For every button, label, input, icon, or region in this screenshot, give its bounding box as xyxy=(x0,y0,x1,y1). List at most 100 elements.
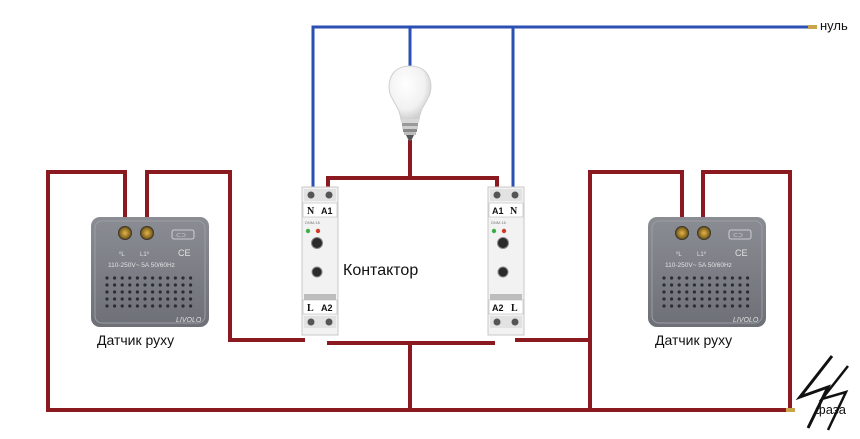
grille-hole xyxy=(715,290,719,294)
grille-hole xyxy=(715,297,719,301)
contactor-left-knob-bottom[interactable] xyxy=(311,266,323,278)
grille-hole xyxy=(135,276,139,280)
contactor-right-model: DNM-16 xyxy=(491,220,507,225)
grille-hole xyxy=(677,304,681,308)
grille-hole xyxy=(677,297,681,301)
grille-hole xyxy=(189,290,193,294)
grille-hole xyxy=(700,290,704,294)
grille-hole xyxy=(151,304,155,308)
grille-hole xyxy=(120,290,124,294)
grille-hole xyxy=(173,304,177,308)
grille-hole xyxy=(746,297,750,301)
grille-hole xyxy=(189,304,193,308)
grille-hole xyxy=(105,304,109,308)
grille-hole xyxy=(746,276,750,280)
grille-hole xyxy=(158,283,162,287)
contactor-left-led-red xyxy=(315,228,321,234)
grille-hole xyxy=(113,304,117,308)
grille-hole xyxy=(120,283,124,287)
grille-hole xyxy=(151,290,155,294)
grille-hole xyxy=(746,304,750,308)
contactor-right-led-green xyxy=(491,228,497,234)
motion-sensor-right: ⁰L L1⁰ 110-250V~ 5A 50/60Hz ⊂⊃ CE LIVOLO xyxy=(648,217,766,327)
light-bulb-icon xyxy=(388,65,432,141)
grille-hole xyxy=(173,297,177,301)
contactor-right-knob-top[interactable] xyxy=(497,237,509,249)
grille-hole xyxy=(181,297,185,301)
contactor-right-terminal-a1: A1 xyxy=(492,206,504,216)
grille-hole xyxy=(135,297,139,301)
phase-bulb-right xyxy=(410,176,499,192)
grille-hole xyxy=(662,283,666,287)
phase-right-outer xyxy=(588,170,684,410)
sensor-terminal-l xyxy=(118,226,132,240)
grille-hole xyxy=(143,297,147,301)
sensor-grille xyxy=(105,276,193,308)
grille-hole xyxy=(730,283,734,287)
grille-hole xyxy=(738,297,742,301)
grille-hole xyxy=(166,297,170,301)
phase-wires xyxy=(46,140,792,412)
neutral-wire-tip xyxy=(808,25,817,29)
grille-hole xyxy=(135,283,139,287)
contactor-right-knob-bottom[interactable] xyxy=(497,266,509,278)
sensor-ce-mark: CE xyxy=(735,248,748,258)
phase-label: фаза xyxy=(815,402,846,417)
grille-hole xyxy=(685,276,689,280)
lightning-logo-icon xyxy=(795,355,849,431)
grille-hole xyxy=(708,297,712,301)
phase-bulb-feed xyxy=(326,140,412,192)
grille-hole xyxy=(723,283,727,287)
contactor-left-terminal-a2: A2 xyxy=(321,303,333,313)
contactor-left-terminal-a1: A1 xyxy=(321,206,333,216)
contactor-left-terminal-n: N xyxy=(307,206,315,217)
contactor-left-model: DNM-16 xyxy=(305,220,321,225)
grille-hole xyxy=(670,304,674,308)
grille-hole xyxy=(715,276,719,280)
grille-hole xyxy=(181,283,185,287)
contactor-right-terminal-n: N xyxy=(510,206,518,217)
grille-hole xyxy=(723,290,727,294)
grille-hole xyxy=(738,283,742,287)
contactor-right: A1 N DNM-16 A2 L xyxy=(487,186,525,336)
phase-wire-tip xyxy=(786,408,795,412)
contactor-left-knob-top[interactable] xyxy=(311,237,323,249)
grille-hole xyxy=(746,290,750,294)
grille-hole xyxy=(670,283,674,287)
sensor-terminal-label-1: ⁰L xyxy=(676,251,682,258)
grille-hole xyxy=(128,290,132,294)
grille-hole xyxy=(166,304,170,308)
grille-hole xyxy=(692,290,696,294)
grille-hole xyxy=(113,297,117,301)
grille-hole xyxy=(662,304,666,308)
grille-hole xyxy=(677,283,681,287)
grille-hole xyxy=(685,304,689,308)
neutral-label: нуль xyxy=(820,18,848,33)
grille-hole xyxy=(708,283,712,287)
grille-hole xyxy=(113,283,117,287)
contactor-left: N A1 DNM-16 L A2 xyxy=(301,186,339,336)
grille-hole xyxy=(730,297,734,301)
sensor-terminal-label-2: L1⁰ xyxy=(140,251,150,258)
grille-hole xyxy=(662,290,666,294)
grille-hole xyxy=(692,304,696,308)
grille-hole xyxy=(670,276,674,280)
sensor-rating: 110-250V~ 5A 50/60Hz xyxy=(665,262,732,269)
sensor-grille xyxy=(662,276,750,308)
grille-hole xyxy=(670,297,674,301)
sensor-right-label: Датчик руху xyxy=(655,332,733,348)
grille-hole xyxy=(158,276,162,280)
grille-hole xyxy=(738,276,742,280)
grille-hole xyxy=(677,290,681,294)
grille-hole xyxy=(677,276,681,280)
grille-hole xyxy=(143,290,147,294)
grille-hole xyxy=(662,297,666,301)
grille-hole xyxy=(189,276,193,280)
grille-hole xyxy=(105,297,109,301)
grille-hole xyxy=(166,290,170,294)
grille-hole xyxy=(700,276,704,280)
sensor-brand: LIVOLO xyxy=(733,317,759,324)
grille-hole xyxy=(692,283,696,287)
grille-hole xyxy=(135,304,139,308)
